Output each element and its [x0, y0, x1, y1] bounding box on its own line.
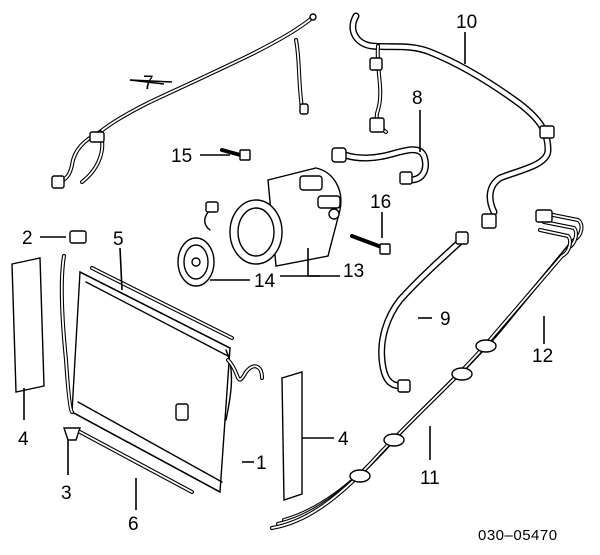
part-11-12-pipe-bundle: [270, 209, 584, 530]
part-16-bolt: [350, 234, 391, 255]
part-3-plug: [63, 427, 81, 441]
part-2-cap: [69, 230, 87, 244]
callout-10: 10: [456, 12, 477, 33]
callout-11: 11: [420, 468, 440, 489]
leader-lines: [23, 32, 545, 510]
callout-5: 5: [113, 229, 124, 250]
callout-14: 14: [254, 271, 276, 292]
callout-4-left: 4: [18, 429, 29, 450]
part-1-condenser: [59, 254, 264, 494]
part-6-seal-strip: [78, 430, 194, 494]
part-4-seal-left: [11, 257, 45, 393]
part-9-hose: [378, 231, 469, 393]
part-4-seal-right: [281, 371, 303, 501]
callout-4-right: 4: [338, 429, 349, 450]
part-14-clutch-pulley: [177, 237, 215, 287]
part-13-compressor: [204, 167, 342, 267]
callout-6: 6: [128, 514, 139, 535]
part-10-hose: [349, 12, 555, 229]
callout-16: 16: [370, 192, 391, 213]
part-15-bolt: [220, 148, 251, 161]
callout-13: 13: [343, 261, 364, 282]
callout-12: 12: [532, 346, 553, 367]
part-5-seal-strip: [90, 266, 234, 340]
callout-9: 9: [440, 309, 451, 330]
callout-1: 1: [256, 453, 267, 474]
callout-7: 7: [143, 73, 154, 94]
diagram-code: 030–05470: [478, 527, 558, 544]
callout-2: 2: [22, 228, 33, 249]
callout-8: 8: [412, 88, 423, 109]
callout-15: 15: [171, 146, 192, 167]
part-8-pipe: [331, 146, 429, 185]
callout-3: 3: [61, 483, 72, 504]
part-7-hose: [51, 13, 317, 189]
